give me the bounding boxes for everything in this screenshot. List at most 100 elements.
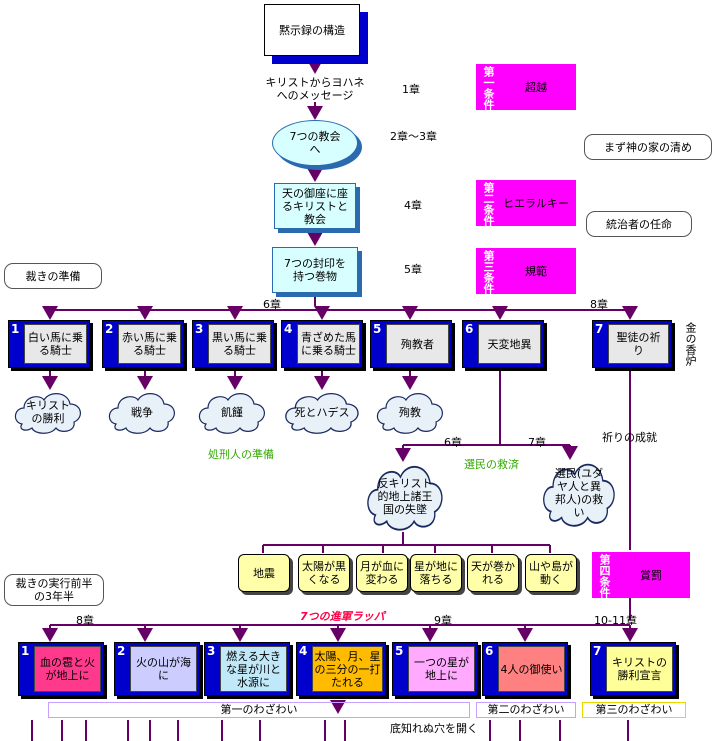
seal-6-box: 6 天変地異: [462, 320, 547, 371]
elect-people-cloud: 選民(ユダヤ人と異邦人)の救い: [540, 456, 618, 530]
diagram-title: 黙示録の構造: [279, 24, 345, 37]
trumpet-label: 太陽、月、星の三分の一打たれる: [314, 649, 381, 689]
seal-5-box: 5 殉教者: [370, 320, 455, 371]
trumpet-label: 燃える大きな星が川と水源に: [226, 649, 281, 689]
disaster-box: 太陽が黒くなる: [298, 554, 350, 592]
trumpet-number: 3: [207, 644, 216, 658]
trumpet-number: 5: [395, 644, 404, 658]
preparation-note: 裁きの準備: [4, 263, 102, 289]
disaster-label: 星が地に落ちる: [414, 560, 458, 586]
prayer-fulfilled-label: 祈りの成就: [602, 431, 657, 444]
sealed-scroll-label: 7つの封印を持つ巻物: [284, 257, 346, 283]
seal-result-label: 死とハデス: [294, 405, 350, 419]
trumpet-number: 1: [21, 644, 30, 658]
trumpet-2-box: 2 火の山が海に: [114, 642, 203, 699]
antichrist-cloud: 反キリスト的地上諸王国の失墜: [364, 458, 446, 534]
execution-note: 裁きの実行前半の3年半: [4, 574, 104, 606]
cleansing-note-text: まず神の家の清め: [604, 140, 692, 154]
trumpet-number: 7: [593, 644, 602, 658]
disaster-label: 月が血に変わる: [360, 560, 404, 586]
disaster-label: 山や島が動く: [529, 560, 573, 586]
preparation-note-text: 裁きの準備: [25, 269, 81, 283]
woe-label: 第一のわざわい: [220, 703, 298, 716]
condition-tag: 第一条件: [482, 66, 495, 110]
woe-2-bar: 第二のわざわい: [476, 702, 576, 718]
chapter-label: 2章～3章: [390, 130, 437, 143]
trumpet-4-box: 4 太陽、月、星の三分の一打たれる: [296, 642, 389, 699]
seal-number: 7: [595, 322, 604, 336]
trumpet-label: 4人の御使い: [500, 662, 563, 676]
condition-tag: 第四条件: [598, 554, 611, 598]
disaster-box: 月が血に変わる: [356, 554, 408, 592]
trumpet-7-box: 7 キリストの勝利宣言: [590, 642, 679, 699]
chapter-label: 6章: [444, 436, 462, 449]
disaster-box: 地震: [238, 554, 290, 592]
seven-churches-label: 7つの教会へ: [289, 130, 341, 156]
seal-label: 天変地異: [487, 337, 532, 351]
seal-number: 4: [284, 322, 293, 336]
message-label: キリストからヨハネへのメッセージ: [265, 76, 365, 102]
condition-4-box: 第四条件 賞罰: [592, 552, 690, 598]
trumpet-number: 4: [299, 644, 308, 658]
chapter-label: 9章: [434, 614, 452, 627]
seal-number: 1: [11, 322, 20, 336]
chapter-label: 6章: [263, 298, 281, 311]
throne-node: 天の御座に座るキリストと教会: [274, 183, 356, 229]
seal-result-cloud: 飢饉: [196, 388, 268, 436]
trumpet-1-box: 1 血の雹と火が地上に: [18, 642, 107, 699]
condition-text: ヒエラルキー: [503, 197, 569, 210]
seal-result-label: 戦争: [131, 405, 153, 419]
chapter-label: 8章: [590, 298, 608, 311]
title-scroll: 黙示録の構造: [264, 4, 368, 66]
golden-censer-label: 金の香炉: [684, 322, 697, 366]
trumpet-number: 2: [117, 644, 126, 658]
woe-label: 第三のわざわい: [595, 703, 673, 716]
seven-churches-node: 7つの教会へ: [272, 120, 358, 166]
seal-result-cloud: 殉教: [374, 388, 446, 436]
sealed-scroll-node: 7つの封印を持つ巻物: [272, 247, 358, 293]
trumpets-title: 7つの進軍ラッパ: [300, 610, 385, 623]
chapter-label: 8章: [76, 614, 94, 627]
seal-2-box: 2 赤い馬に乗る騎士: [102, 320, 187, 371]
throne-label: 天の御座に座るキリストと教会: [282, 186, 348, 226]
execution-note-text: 裁きの実行前半の3年半: [15, 577, 93, 603]
disaster-box: 山や島が動く: [525, 554, 577, 592]
cleansing-note: まず神の家の清め: [584, 134, 712, 160]
seal-number: 6: [465, 322, 474, 336]
seal-label: 殉教者: [401, 337, 434, 351]
elect-salvation-label: 選民の救済: [464, 458, 519, 471]
executioner-prep-label: 処刑人の準備: [208, 448, 274, 461]
seal-3-box: 3 黒い馬に乗る騎士: [192, 320, 277, 371]
seal-number: 3: [195, 322, 204, 336]
seal-result-label: キリストの勝利: [26, 399, 70, 425]
condition-3-box: 第三条件 規範: [476, 248, 576, 294]
seal-label: 黒い馬に乗る騎士: [212, 331, 267, 357]
trumpet-number: 6: [485, 644, 494, 658]
chapter-label: 1章: [402, 83, 420, 96]
seal-number: 5: [373, 322, 382, 336]
seal-7-box: 7 聖徒の祈り: [592, 320, 675, 371]
woe-label: 第二のわざわい: [487, 703, 565, 716]
seal-label: 赤い馬に乗る騎士: [122, 331, 177, 357]
woe-1-bar: 第一のわざわい: [48, 702, 470, 718]
trumpet-5-box: 5 一つの星が地上に: [392, 642, 481, 699]
disaster-box: 天が巻かれる: [467, 554, 519, 592]
seal-result-cloud: キリストの勝利: [12, 388, 84, 436]
trumpet-label: 火の山が海に: [136, 656, 191, 682]
appointment-note: 統治者の任命: [586, 211, 692, 237]
seal-result-cloud: 戦争: [106, 388, 178, 436]
seal-result-cloud: 死とハデス: [282, 388, 362, 436]
trumpet-6-box: 6 4人の御使い: [482, 642, 571, 699]
disaster-label: 天が巻かれる: [471, 560, 515, 586]
seal-1-box: 1 白い馬に乗る騎士: [8, 320, 93, 371]
disaster-box: 星が地に落ちる: [410, 554, 462, 592]
condition-2-box: 第二条件 ヒエラルキー: [476, 180, 576, 226]
chapter-label: 5章: [404, 263, 422, 276]
antichrist-label: 反キリスト的地上諸王国の失墜: [377, 476, 433, 516]
appointment-note-text: 統治者の任命: [606, 217, 672, 231]
condition-text: 超越: [525, 81, 547, 94]
seal-number: 2: [105, 322, 114, 336]
seal-label: 白い馬に乗る騎士: [28, 331, 83, 357]
seal-result-label: 飢饉: [221, 405, 243, 419]
